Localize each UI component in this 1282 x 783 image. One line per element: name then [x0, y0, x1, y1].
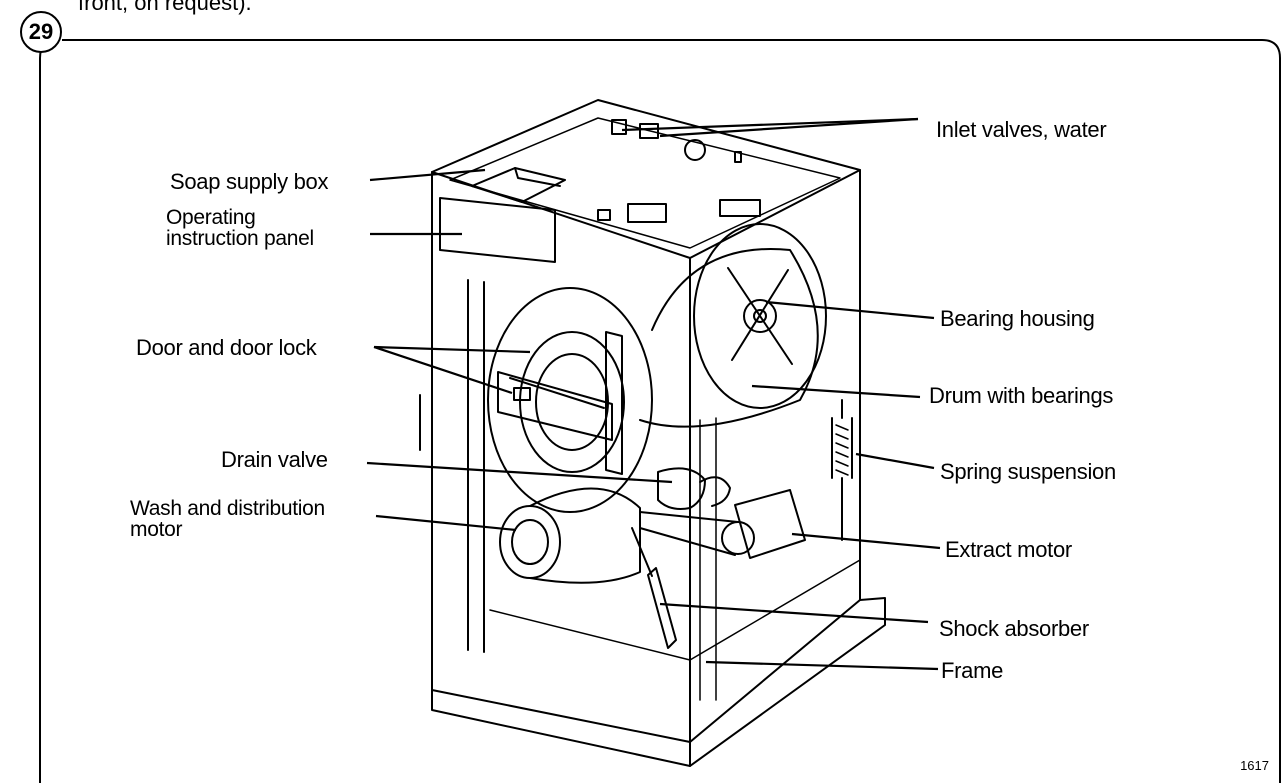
label-frame: Frame — [941, 658, 1004, 683]
figure-code: 1617 — [1240, 758, 1269, 773]
label-shock-absorber: Shock absorber — [939, 616, 1089, 641]
label-inlet-valves: Inlet valves, water — [936, 117, 1107, 142]
label-operating-panel: Operating instruction panel — [166, 207, 314, 249]
leader-frame — [705, 660, 939, 671]
leader-spring — [855, 452, 935, 470]
leader-drum — [751, 384, 921, 399]
label-soap-supply-box: Soap supply box — [170, 169, 329, 194]
leader-extract-motor — [791, 532, 941, 550]
label-bearing-housing: Bearing housing — [940, 306, 1095, 331]
label-wash-motor-line1: Wash and distribution — [130, 497, 325, 520]
leader-soap-box — [369, 168, 486, 182]
label-drain-valve: Drain valve — [221, 447, 328, 472]
machine-side-face — [689, 169, 861, 743]
label-spring-suspension: Spring suspension — [940, 459, 1116, 484]
leader-drain-valve — [366, 461, 673, 484]
door-handle — [497, 371, 613, 441]
soap-box-shape — [471, 167, 566, 203]
leader-inlet-2 — [659, 117, 919, 138]
leader-shock-absorber — [659, 602, 929, 624]
leader-door-2 — [373, 345, 513, 395]
leader-inlet-1 — [621, 117, 919, 132]
figure-number-badge: 29 — [20, 11, 62, 53]
label-drum-bearings: Drum with bearings — [929, 383, 1114, 408]
label-extract-motor: Extract motor — [945, 537, 1072, 562]
machine-top — [431, 99, 861, 173]
leader-door-1 — [373, 345, 531, 354]
previous-text-fragment: front, on request). — [78, 0, 252, 15]
figure-number: 29 — [28, 19, 54, 44]
drum-front-ring — [487, 287, 653, 513]
machine-base — [431, 597, 886, 767]
label-operating-panel-line1: Operating — [166, 206, 256, 229]
label-wash-motor-line2: motor — [130, 518, 183, 541]
panel-shape — [439, 197, 556, 263]
shock-absorber-shape — [647, 567, 677, 649]
extract-motor-shape — [734, 489, 806, 559]
leader-bearing-housing — [765, 300, 935, 320]
label-door-lock: Door and door lock — [136, 335, 317, 360]
bearing-housing-shape — [693, 223, 827, 409]
label-operating-panel-line2: instruction panel — [166, 227, 314, 250]
label-wash-motor: Wash and distribution motor — [130, 498, 325, 540]
leader-wash-motor — [375, 514, 517, 532]
